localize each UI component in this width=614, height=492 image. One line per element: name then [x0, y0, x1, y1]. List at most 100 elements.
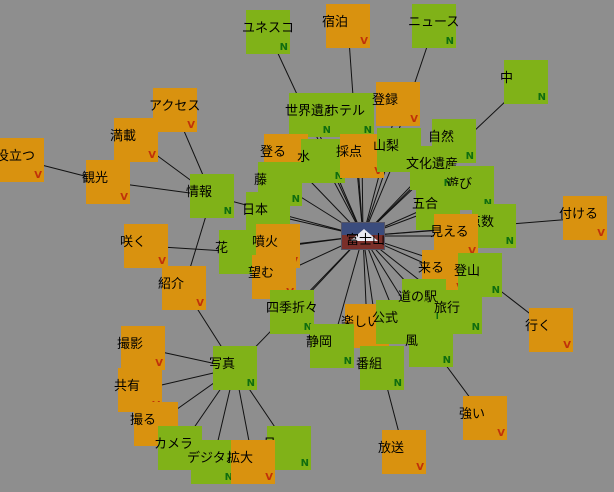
node-label: ユネスコ [242, 21, 295, 36]
node-label: 拡大 [227, 451, 254, 466]
node-label: 自然 [428, 130, 455, 145]
node-label: 花 [215, 241, 229, 256]
node-label: 情報 [186, 185, 213, 200]
node-saku[interactable]: 咲く V [120, 224, 168, 268]
node-label: 登る [260, 145, 287, 160]
node-type-badge: N [279, 42, 288, 53]
node-label: 静岡 [306, 335, 333, 350]
node-label: 放送 [378, 441, 405, 456]
node-type-badge: N [465, 151, 474, 162]
node-kakudai[interactable]: 拡大 V [227, 440, 275, 484]
node-type-badge: V [120, 192, 128, 203]
node-label: 四季折々 [266, 301, 319, 316]
node-label: ニュース [408, 15, 460, 30]
node-label: デジタル [187, 451, 239, 466]
node-shizuoka[interactable]: 静岡 N [306, 324, 354, 368]
node-label: 登山 [454, 264, 481, 279]
node-type-badge: N [471, 322, 480, 333]
node-shiki[interactable]: 四季折々 N [266, 290, 318, 334]
node-type-badge: V [265, 472, 273, 483]
node-label: アクセス [149, 99, 201, 114]
node-type-badge: V [468, 246, 476, 257]
node-label: 紹介 [158, 277, 185, 292]
node-kanko[interactable]: 観光 V [82, 160, 130, 204]
node-type-badge: V [416, 462, 424, 473]
node-label: ホテル [326, 104, 366, 119]
node-label: カメラ [154, 437, 194, 452]
center-node-fujisan[interactable]: 富士山 [341, 222, 385, 250]
node-type-badge: N [224, 472, 233, 483]
node-hoso[interactable]: 放送 V [378, 430, 426, 474]
node-shukuhaku[interactable]: 宿泊 V [322, 4, 370, 48]
node-unesco[interactable]: ユネスコ N [242, 10, 294, 54]
node-label: 見える [430, 225, 469, 240]
node-saiten[interactable]: 採点V [336, 134, 384, 178]
node-type-badge: V [410, 114, 418, 125]
node-type-badge: N [246, 378, 255, 389]
node-digital[interactable]: デジタル N [187, 440, 239, 484]
node-type-badge: V [360, 36, 368, 47]
node-label: 満載 [110, 129, 137, 144]
node-type-badge: N [291, 194, 300, 205]
node-label: 強い [459, 407, 486, 422]
node-label: 日本 [242, 203, 269, 218]
node-label: 役立つ [0, 149, 36, 164]
node-label: 観光 [82, 171, 109, 186]
node-tsukeru[interactable]: 付ける V [559, 196, 607, 240]
node-label: 藤 [254, 173, 268, 188]
node-type-badge: V [34, 170, 42, 181]
node-mansai[interactable]: 満載 V [110, 118, 158, 162]
node-type-badge: N [484, 199, 492, 209]
node-type-badge: N [303, 322, 312, 333]
node-shokai[interactable]: 紹介 V [158, 266, 206, 310]
node-label: 道の駅 [398, 290, 438, 305]
node-label: 咲く [120, 235, 147, 250]
node-type-badge: V [563, 340, 571, 351]
node-label: 水 [297, 150, 311, 165]
node-label: 宿泊 [322, 15, 349, 30]
node-type-badge: N [505, 236, 514, 247]
node-tsuyoi[interactable]: 強い V [459, 396, 507, 440]
node-label: 文化遺産 [406, 157, 459, 172]
node-type-badge: V [497, 428, 505, 439]
node-label: 五合 [412, 197, 439, 212]
node-label: 共有 [114, 379, 141, 394]
node-toru[interactable]: 撮るV [130, 402, 178, 446]
node-type-badge: N [442, 355, 451, 366]
node-yakudatsu[interactable]: 役立つ V [0, 138, 44, 182]
center-node-label: 富士山 [346, 233, 385, 248]
node-label: 世界遺産 [285, 104, 338, 119]
node-label: 噴火 [252, 235, 279, 250]
node-label: 付ける [559, 207, 599, 222]
node-hana[interactable]: 花N [215, 230, 263, 274]
node-type-badge: N [393, 378, 402, 389]
node-type-badge: V [196, 298, 204, 309]
node-type-badge: V [158, 256, 166, 267]
node-type-badge: V [148, 150, 156, 161]
node-label: 公式 [372, 311, 399, 326]
node-type-badge: V [597, 228, 605, 239]
node-label: 撮影 [117, 337, 144, 352]
node-shizen[interactable]: 自然 N [428, 119, 476, 163]
node-type-badge: N [343, 356, 352, 367]
center-image-mountain-icon [350, 229, 378, 241]
node-type-badge: N [334, 171, 343, 182]
